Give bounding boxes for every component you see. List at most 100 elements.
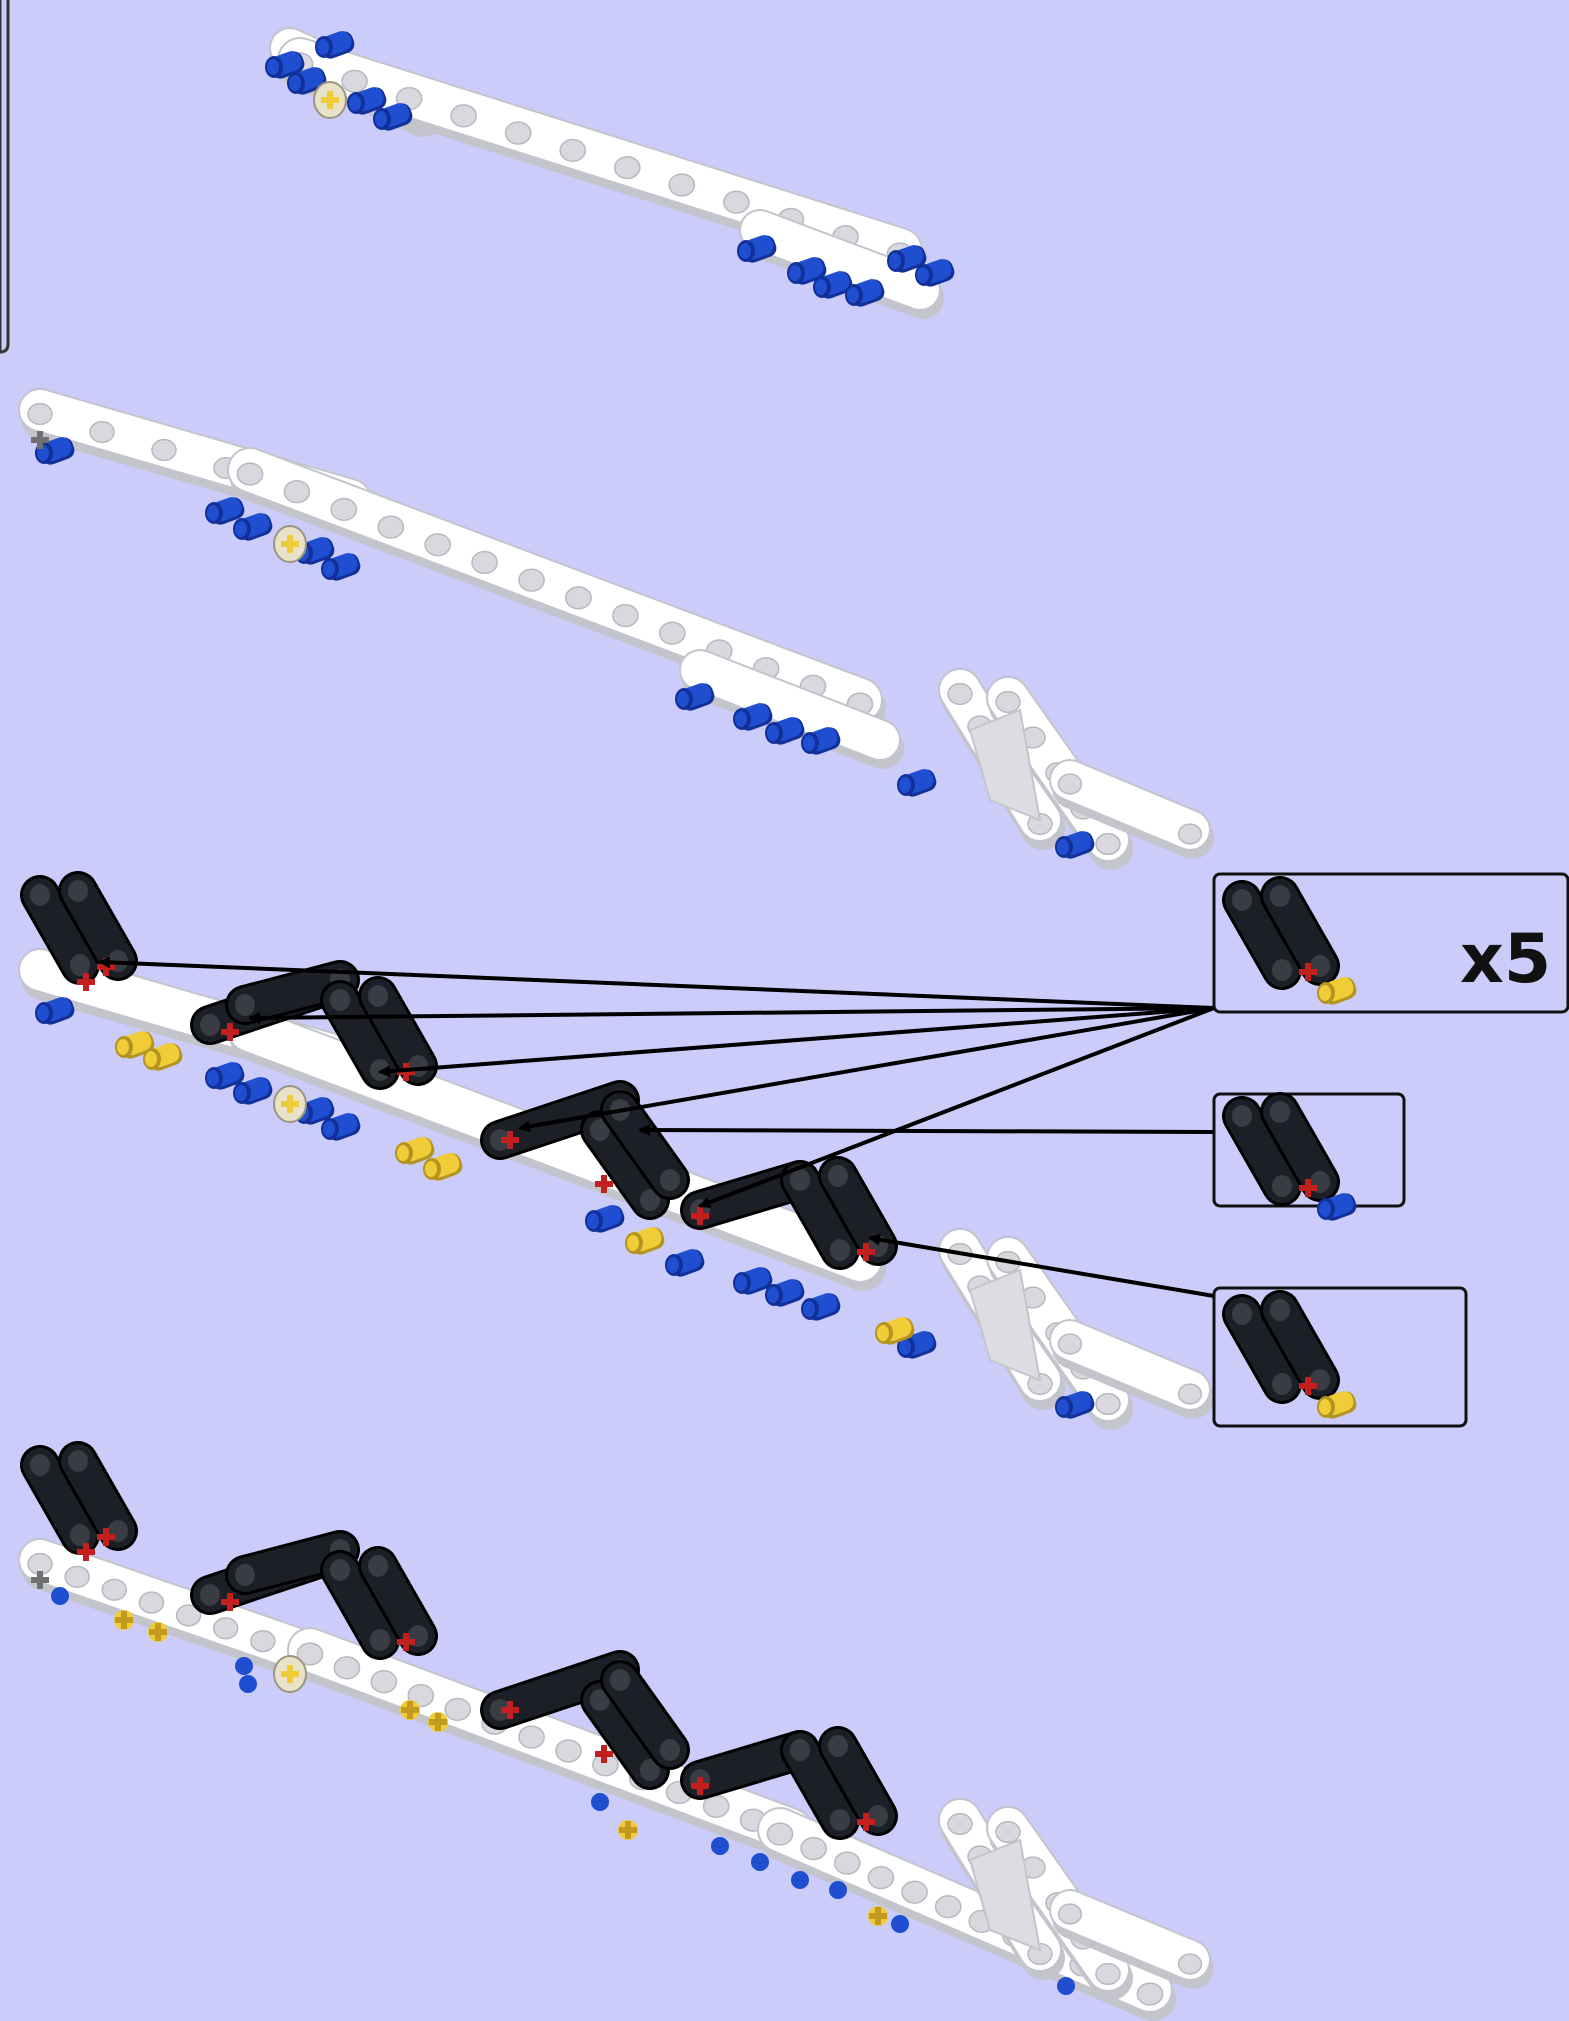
blue-pin [373, 103, 413, 131]
technic-beam [1049, 1889, 1214, 1989]
beam-hole [27, 402, 53, 426]
axle-cross [1299, 1179, 1317, 1197]
axle-cross [281, 535, 299, 553]
beam-hole [518, 1725, 545, 1749]
axle-bush [313, 81, 347, 119]
blue-pin [205, 497, 245, 525]
blue-pin [845, 279, 885, 307]
blue-pin [887, 245, 927, 273]
blue-pin [35, 437, 75, 465]
beam-hole [867, 1865, 895, 1890]
axle-cross [401, 1701, 419, 1719]
beam-hole [1136, 1982, 1164, 2006]
technic-beam [18, 1538, 325, 1680]
axle-cross [149, 1623, 167, 1641]
double-liftarm [20, 1441, 138, 1555]
beam-hole [1057, 1903, 1083, 1925]
beam-hole [565, 586, 592, 610]
beam-hole [444, 1697, 472, 1722]
black-liftarm [225, 1530, 360, 1595]
placement-arrow [98, 956, 1215, 1010]
axle-cross [691, 1777, 709, 1795]
beam-hole [377, 515, 405, 539]
axle-cross [1299, 1377, 1317, 1395]
black-liftarm [225, 960, 360, 1025]
axle-bush [273, 1085, 307, 1123]
double-liftarm [780, 1726, 898, 1840]
yellow-pin [395, 1137, 435, 1165]
axle-cross [397, 1633, 415, 1651]
beam-hole [995, 690, 1021, 714]
blue-pin-end [1057, 1977, 1075, 1995]
beam-hole [1095, 832, 1121, 856]
blue-pin [1317, 1193, 1357, 1221]
double-liftarm [1222, 1290, 1357, 1419]
black-liftarm [20, 1445, 100, 1555]
blue-pin [265, 51, 305, 79]
axle-cross [97, 1528, 115, 1546]
beam-hole [89, 420, 115, 444]
placement-arrow [698, 1006, 1215, 1209]
blue-pin-end [711, 1837, 729, 1855]
placement-arrow [378, 1006, 1215, 1078]
axle-cross [857, 1243, 875, 1261]
blue-pin [897, 769, 937, 797]
beam-hole [1177, 1383, 1203, 1405]
beam-hole [175, 1604, 202, 1627]
axle-cross [691, 1207, 709, 1225]
blue-pin [765, 717, 805, 745]
placement-arrow [638, 1124, 1215, 1137]
blue-pin-end [591, 1793, 609, 1811]
blue-pin [321, 1113, 361, 1141]
axle-cross [221, 1593, 239, 1611]
beam-hole [723, 190, 750, 214]
beam-hole [518, 568, 545, 592]
blue-pin [665, 1249, 705, 1277]
axle-cross [31, 1571, 49, 1589]
double-liftarm-blue-pin-icon [1222, 1092, 1357, 1221]
blue-pin-end [51, 1587, 69, 1605]
beam-hole [212, 1617, 239, 1640]
blue-pin [205, 1062, 245, 1090]
black-liftarm [1222, 1294, 1302, 1404]
beam-hole [250, 1629, 276, 1653]
axle-cross [31, 431, 49, 449]
blue-pin [585, 1205, 625, 1233]
beam-hole [370, 1670, 398, 1694]
black-liftarm [780, 1730, 860, 1840]
technic-beam [679, 649, 904, 769]
beam-hole [424, 533, 452, 557]
black-liftarm [58, 1441, 138, 1551]
blue-pin [733, 703, 773, 731]
black-liftarm [358, 976, 438, 1086]
beam-hole [947, 1812, 973, 1836]
double-liftarm [320, 1546, 438, 1660]
beam-hole [283, 480, 311, 504]
blue-pin [321, 553, 361, 581]
double-liftarm-yellow-pin-icon [1222, 1290, 1357, 1419]
blue-pin [233, 513, 273, 541]
beam-hole [341, 69, 368, 93]
axle-cross [429, 1713, 447, 1731]
beam-hole [330, 497, 358, 522]
technic-beam [287, 1627, 816, 1861]
axle-bush [273, 1655, 307, 1693]
beam-hole [1177, 1953, 1203, 1975]
black-liftarm [1260, 1092, 1340, 1202]
axle-cross [77, 1543, 95, 1561]
step-subassembly-long-beam [18, 388, 1214, 870]
previous-step-frame [0, 0, 10, 354]
beam-hole [151, 438, 177, 462]
beam-hole [471, 550, 498, 575]
blue-pin [1055, 1391, 1095, 1419]
blue-pin [1055, 831, 1095, 859]
placement-arrow [868, 1233, 1215, 1298]
beam-hole [450, 104, 477, 128]
blue-pin-end [239, 1675, 257, 1693]
axle-cross [869, 1907, 887, 1925]
beam-hole [64, 1565, 90, 1589]
callout-double-liftarm-yellow-2 [1212, 1286, 1468, 1428]
black-liftarm [1222, 1096, 1302, 1206]
beam-hole [995, 1820, 1021, 1844]
